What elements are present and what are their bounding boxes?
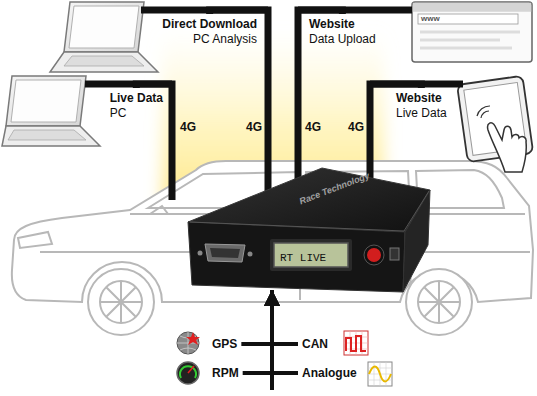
edge-label-holder: 4G <box>180 120 196 135</box>
input-arrow <box>243 290 272 373</box>
browser-content-lines <box>420 32 520 48</box>
hand-icon <box>477 106 526 172</box>
car-mirror <box>150 206 168 214</box>
node-heading: RPM <box>212 366 239 381</box>
input-box: CAN <box>298 334 332 354</box>
gauge-needle <box>188 366 194 373</box>
input-arrow <box>272 290 298 344</box>
gps-icon <box>177 332 200 354</box>
analogue-wave <box>369 367 391 382</box>
screen-text: RT LIVE <box>280 252 326 265</box>
input-arrow <box>241 290 272 344</box>
globe <box>177 332 199 354</box>
laptop-keyboard <box>8 130 86 140</box>
tap-marks <box>477 106 490 118</box>
serial-connector <box>205 244 245 262</box>
node-text: Live Data <box>396 106 447 121</box>
node-heading: CAN <box>302 337 328 352</box>
gauge <box>177 362 199 384</box>
analogue-grid-lines <box>368 362 392 386</box>
node-text: PC <box>110 106 163 121</box>
usb-port <box>390 248 399 260</box>
browser-window <box>412 2 532 62</box>
can-icon <box>344 331 368 355</box>
edge-label-holder: 4G <box>348 120 364 135</box>
can-grid-lines <box>344 331 368 355</box>
analogue-grid <box>368 362 392 386</box>
globe-grid <box>177 332 199 354</box>
upload-label: WebsiteData Upload <box>305 14 380 49</box>
node-heading: Direct Download <box>162 17 257 32</box>
car-wheel <box>88 269 154 335</box>
input-box: Analogue <box>298 363 361 383</box>
live-pc-label: Live DataPC <box>106 88 167 123</box>
node-heading: Website <box>309 17 376 32</box>
can-wave <box>346 336 366 351</box>
laptop-screen <box>6 76 86 126</box>
edge-label-holder: 4G <box>305 120 321 135</box>
analogue-icon <box>368 362 392 386</box>
gps-star <box>186 332 200 345</box>
rpm-icon <box>177 362 199 384</box>
edge-label: 4G <box>348 120 364 135</box>
edge-label: 4G <box>180 120 196 135</box>
laptop-base <box>2 126 100 146</box>
lcd-screen <box>274 243 348 267</box>
node-heading: Live Data <box>110 91 163 106</box>
input-arrow <box>272 290 298 373</box>
connector-screw <box>198 251 203 256</box>
car-rim <box>100 281 142 323</box>
button-ring <box>364 245 384 265</box>
connector-screw <box>248 252 253 257</box>
car-spokes <box>418 281 460 323</box>
can-grid <box>344 331 368 355</box>
device-side <box>403 190 430 292</box>
edge-label: 4G <box>246 120 262 135</box>
gauge-arc <box>180 366 196 378</box>
data-logger: RT LIVE <box>170 200 432 290</box>
laptop-base <box>50 52 158 72</box>
screen-bezel <box>270 239 352 271</box>
laptop-display <box>11 80 81 122</box>
input-box: RPM <box>208 363 243 383</box>
label-holder: www <box>421 14 440 24</box>
live-web-label: WebsiteLive Data <box>392 88 451 123</box>
download-label: Direct DownloadPC Analysis <box>158 14 261 49</box>
node-heading: Analogue <box>302 366 357 381</box>
car-headlight <box>18 232 52 248</box>
laptop-display <box>69 6 139 48</box>
car-rim <box>418 281 460 323</box>
url-text: www <box>421 14 440 24</box>
device-front <box>188 222 405 292</box>
node-heading: Website <box>396 91 447 106</box>
node-text: PC Analysis <box>162 32 257 47</box>
hand-outline <box>488 123 527 172</box>
browser-address-bar <box>418 14 518 24</box>
laptop-screen <box>64 2 144 52</box>
car-wheel <box>406 269 472 335</box>
browser-titlebar <box>413 3 532 12</box>
node-heading: GPS <box>212 337 237 352</box>
red-button <box>367 248 381 262</box>
input-box: GPS <box>208 334 241 354</box>
serial-socket <box>210 248 240 258</box>
browser-frame <box>412 2 532 62</box>
edge-label: 4G <box>305 120 321 135</box>
device-top <box>188 168 430 232</box>
car-spokes <box>100 281 142 323</box>
edge-label-holder: 4G <box>246 120 262 135</box>
laptop-keyboard <box>64 56 144 66</box>
node-text: Data Upload <box>309 32 376 47</box>
link-wire <box>85 10 463 84</box>
